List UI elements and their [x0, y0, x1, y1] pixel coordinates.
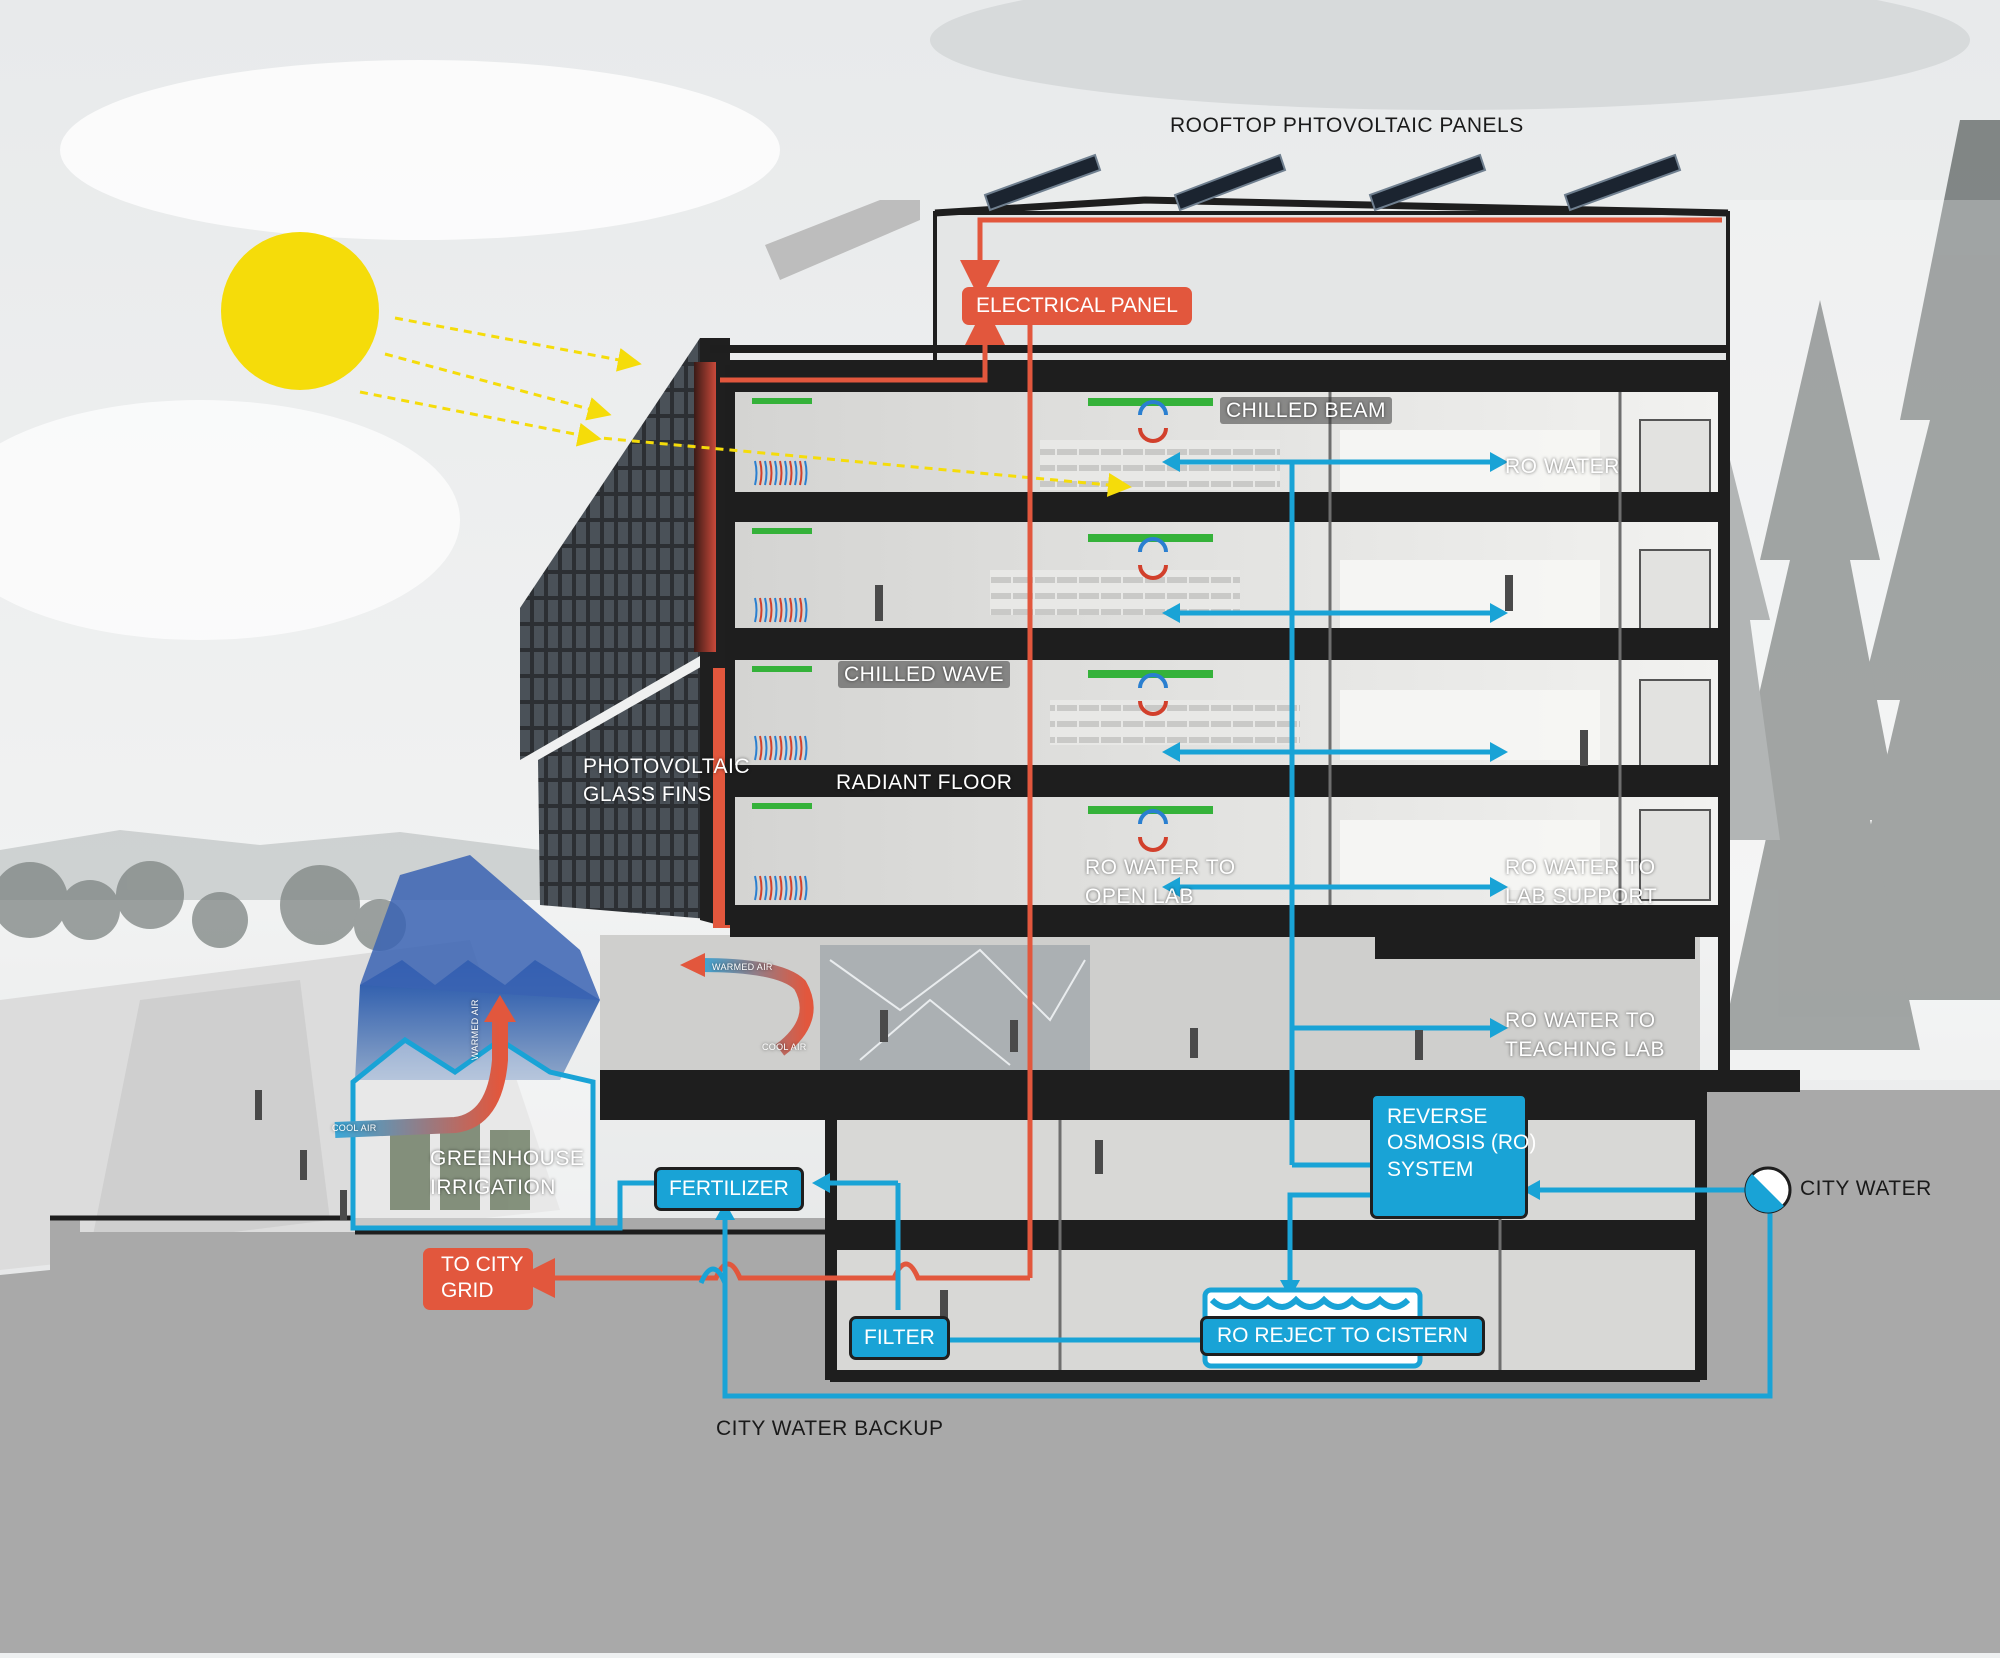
label-city-water: CITY WATER: [1800, 1177, 1932, 1200]
label-cool-air-greenhouse: COOL AIR: [332, 1123, 377, 1133]
label-greenhouse-line1: GREENHOUSE: [430, 1147, 585, 1170]
ro-system-line2: OSMOSIS (RO): [1387, 1131, 1537, 1155]
to-city-grid-line2: GRID: [441, 1279, 494, 1303]
label-ro-open-lab-line2: OPEN LAB: [1085, 885, 1195, 908]
label-ro-teaching-lab-line1: RO WATER TO: [1505, 1009, 1656, 1032]
city-water-meter-fill: [1745, 1174, 1784, 1213]
cistern-wave-icon: [1209, 1295, 1411, 1310]
hvac-cycle-icon: [1138, 400, 1168, 852]
greenhouse-back: [360, 855, 600, 1000]
pv-fins-red-upper: [694, 362, 716, 652]
ground-top-line: [50, 1215, 830, 1235]
label-ro-lab-support-line1: RO WATER TO: [1505, 856, 1656, 879]
label-chilled-beam: CHILLED BEAM: [1220, 397, 1393, 424]
sun-icon: [221, 232, 379, 390]
floor-slabs: [600, 345, 1800, 1382]
ro-reject-box: RO REJECT TO CISTERN: [1200, 1316, 1485, 1357]
atrium-airflow-arrow: [680, 953, 705, 977]
right-fog: [1720, 200, 2000, 1080]
greenhouse-plants: [390, 1120, 530, 1210]
water-lines: [355, 459, 1773, 1399]
cool-warm-airflow: [334, 1020, 508, 1138]
sun-rays: [359, 316, 1132, 497]
filter-box: FILTER: [849, 1316, 950, 1361]
people-silhouettes: [255, 575, 1588, 1324]
label-city-water-backup: CITY WATER BACKUP: [716, 1417, 944, 1440]
cloud: [930, 0, 1970, 110]
atrium-glass: [820, 945, 1090, 1070]
label-pv-fins-line1: PHOTOVOLTAIC: [583, 755, 751, 778]
walkway: [90, 980, 330, 1250]
label-greenhouse-line2: IRRIGATION: [430, 1176, 556, 1199]
cloud: [60, 60, 780, 240]
chilled-beam-tag: CHILLED BEAM: [1220, 397, 1393, 424]
label-ro-water: RO WATER: [1505, 455, 1620, 478]
cloud: [0, 400, 460, 640]
rooftop-railing: [765, 200, 920, 280]
fertilizer-box: FERTILIZER: [654, 1167, 804, 1212]
label-chilled-wave: CHILLED WAVE: [838, 661, 1011, 688]
ro-system-box: REVERSE OSMOSIS (RO) SYSTEM: [1370, 1093, 1537, 1219]
electrical-lines: [515, 217, 1722, 1298]
distant-trees: [0, 861, 406, 951]
label-ro-lab-support-line2: LAB SUPPORT: [1505, 885, 1658, 908]
ro-system-line3: SYSTEM: [1387, 1157, 1474, 1181]
radiant-symbols: [752, 398, 812, 901]
label-warmed-air-atrium: WARMED AIR: [712, 962, 773, 972]
label-rooftop-pv: ROOFTOP PHTOVOLTAIC PANELS: [1170, 114, 1524, 137]
label-ro-teaching-lab-line2: TEACHING LAB: [1505, 1038, 1666, 1061]
to-city-grid-box: TO CITY GRID: [423, 1248, 533, 1310]
to-city-grid-line1: TO CITY: [441, 1253, 524, 1276]
atrium-airflow: [699, 958, 814, 1056]
facade-lower: [538, 656, 720, 920]
ro-system-line1: REVERSE: [1387, 1105, 1488, 1128]
partitions: [1058, 392, 1622, 1370]
facade-upper: [520, 338, 700, 760]
solar-panel-icon: [983, 153, 1682, 212]
penthouse-roof: [934, 196, 1729, 217]
chilled-wave-tag: CHILLED WAVE: [838, 661, 1011, 688]
label-warmed-air-greenhouse: WARMED AIR: [470, 999, 480, 1060]
electrical-panel-box: ELECTRICAL PANEL: [962, 287, 1192, 326]
label-ro-open-lab-line1: RO WATER TO: [1085, 856, 1236, 879]
label-cool-air-atrium: COOL AIR: [762, 1042, 807, 1052]
warmed-air-arrow-head: [484, 995, 516, 1022]
label-pv-fins-line2: GLASS FINS: [583, 783, 712, 806]
label-radiant-floor: RADIANT FLOOR: [836, 771, 1013, 794]
